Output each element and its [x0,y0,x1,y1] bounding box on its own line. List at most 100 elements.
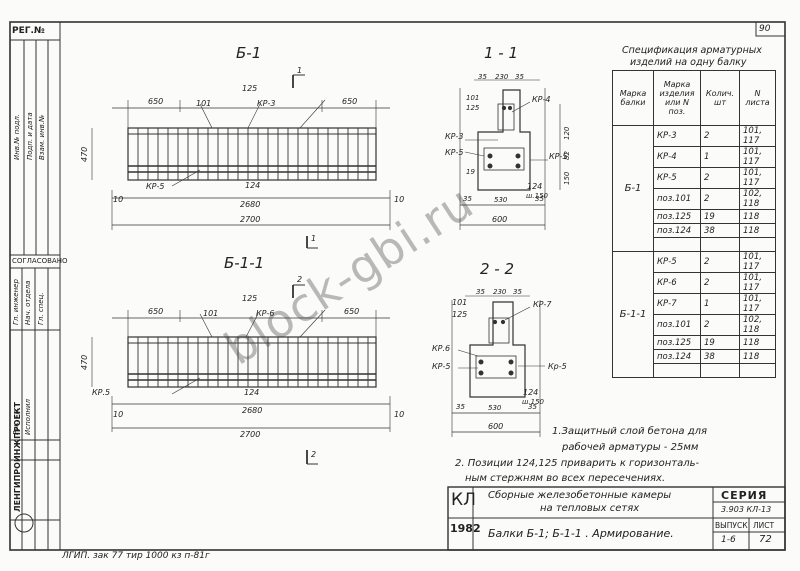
spec-cell: 38 [700,223,740,238]
s11-kr5b: КР-5 [549,152,568,161]
table-row: КР-5 2 101, 117 [613,167,776,189]
note-1-line2: рабочей арматуры - 25мм [562,442,699,453]
b11-bar-124: 124 [244,388,260,397]
spec-cell: 101, 117 [739,251,776,273]
spec-cell: 102, 118 [739,314,776,336]
spec-cell: КР-5 [653,167,701,189]
b1-inner: 2680 [240,200,261,209]
s22-kr7: КР-7 [533,300,552,309]
b1-gap-left: 10 [113,195,124,204]
spec-title-line2: изделий на одну балку [630,57,747,68]
sheet-value: 72 [759,534,772,545]
spec-header-sheet: N листа [739,70,776,126]
b11-cut-mark-bottom: 2 [311,450,317,459]
spec-cell: КР-6 [653,272,701,294]
s11-title: 1 - 1 [484,44,519,62]
b11-overall: 2700 [240,430,261,439]
b1-frame-label: КР-3 [257,99,276,108]
title-block-year: 1982 [450,522,481,535]
spec-cell: 2 [700,188,740,210]
s11-pitch: ш.150 [526,192,548,200]
s11-bottom-mid: 530 [494,196,508,204]
s11-dim-r2: 82 [563,151,571,160]
s22-width: 600 [488,422,504,431]
section-2-2 [451,295,545,437]
issue-label: ВЫПУСК [715,521,748,530]
s22-kr5b: Кр-5 [548,362,567,371]
spec-cell: 101, 117 [739,293,776,315]
title-block-line1: Сборные железобетонные камеры [488,490,672,501]
b1-overall: 2700 [240,215,261,224]
spec-cell: КР-7 [653,293,701,315]
corner-sheet-no: 90 [759,24,771,34]
spec-header-mark: Марка балки [612,70,654,126]
spec-cell: КР-5 [653,251,701,273]
s11-top-mid: 230 [495,73,509,81]
b11-bar-101: 101 [203,309,219,318]
print-info: ЛГИП. зак 77 тир 1000 кз п-81г [62,551,210,561]
table-row: поз.124 38 118 [613,349,776,364]
b1-bar-124: 124 [245,181,261,190]
note-2-line1: 2. Позиции 124,125 приварить к горизонта… [455,458,700,469]
spec-cell: КР-3 [653,125,701,147]
b1-bar-101: 101 [196,99,212,108]
spec-cell: 1 [700,146,740,168]
spec-cell: 1 [700,293,740,315]
table-row: поз.125 19 118 [613,335,776,350]
sheet-title: Балки Б-1; Б-1-1 . Армирование. [488,527,674,540]
spec-cell: 19 [700,335,740,350]
issue-value: 1-6 [721,535,736,545]
staff-2: Нач. отдела [24,280,32,325]
spec-cell: поз.101 [653,314,701,336]
s22-top-left: 35 [476,288,485,296]
spec-cell: 118 [739,349,776,364]
spec-cell: 118 [739,209,776,224]
spec-cell: 2 [700,314,740,336]
beam-b11-elevation [91,284,391,465]
b1-left-offset: 650 [148,97,164,106]
s11-width: 600 [492,215,508,224]
note-1-line1: 1.Защитный слой бетона для [552,426,708,437]
beam-b1-elevation [91,74,391,249]
s22-left-101: 101 [452,298,468,307]
s11-kr4: КР-4 [532,95,551,104]
title-block-kl: КЛ [451,490,476,510]
spec-cell: 2 [700,125,740,147]
spec-cell: поз.124 [653,349,701,364]
s11-kr3: КР-3 [445,132,464,141]
b11-bottom-frame: КР.5 [92,388,111,397]
s11-top-right: 35 [515,73,524,81]
s11-kr5a: КР-5 [445,148,464,157]
spec-cell: поз.125 [653,335,701,350]
b1-height: 470 [80,146,89,162]
spec-cell: КР-4 [653,146,701,168]
spec-header-row: Марка балки Марка изделия или N поз. Кол… [612,70,776,126]
note-2-line2: ным стержням во всех пересечениях. [465,473,666,484]
strip-label-1: Инв.№ подл. [13,113,21,160]
s22-bottom-mid: 530 [488,404,502,412]
table-row: Б-1 КР-3 2 101, 117 [612,125,776,252]
section-1-1 [459,79,561,230]
spec-cell: 118 [739,223,776,238]
spec-table: Марка балки Марка изделия или N поз. Кол… [612,70,776,378]
spec-cell: 102, 118 [739,188,776,210]
spec-cell: 118 [739,335,776,350]
spec-cell: поз.124 [653,223,701,238]
spec-header-item: Марка изделия или N поз. [653,70,701,126]
s22-kr6: КР.6 [432,344,451,353]
s11-bottom-left: 35 [463,195,472,203]
b11-right-offset: 650 [344,307,360,316]
spec-group-mark-b11: Б-1-1 [612,251,654,378]
s22-kr5a: КР-5 [432,362,451,371]
spec-cell: поз.125 [653,209,701,224]
s22-bottom-left: 35 [456,403,465,411]
b1-bottom-frame: КР-5 [146,182,165,191]
spec-group-mark-b1: Б-1 [612,125,654,252]
s11-bottom-right: 35 [535,195,544,203]
s11-bar-124: 124 [527,182,543,191]
table-row [613,237,776,252]
b1-right-offset: 650 [342,97,358,106]
b1-gap-right: 10 [394,195,405,204]
